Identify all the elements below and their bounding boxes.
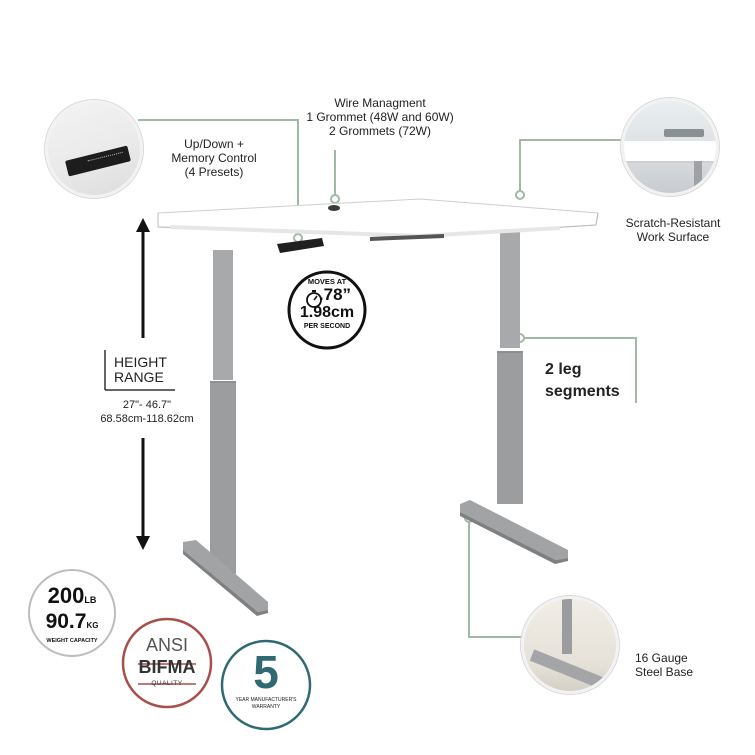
legs-line1: 2 leg [545,361,582,378]
warranty-number: 5 [253,646,279,698]
legs-leader-line [520,337,637,403]
control-pad-closeup [65,145,131,177]
control-line3: (4 Presets) [184,165,244,179]
base-line2: Steel Base [635,665,694,679]
surface-thumbnail [621,98,719,196]
control-thumbnail [45,100,143,198]
front-leg-upper [213,250,233,380]
wire-line2: 2 Grommets (72W) [328,124,431,138]
surface-leader-line [519,139,621,192]
height-arrow [104,218,175,550]
speed-bottom: PER SECOND [303,323,351,330]
wire-line1: 1 Grommet (48W and 60W) [306,110,454,124]
ansi-caption: QUALITY [151,680,183,687]
wire-leader-dot [330,194,340,204]
base-callout: 16 Gauge Steel Base [635,651,735,679]
surface-leader-dot [515,190,525,200]
back-foot [460,500,568,560]
stopwatch-icon [306,290,322,308]
warranty-badge [220,639,312,731]
control-pad [277,238,324,253]
desk-frame-rail [370,234,444,241]
weight-kg-unit: KG [86,621,99,630]
ansi-line2: BIFMA [138,657,196,677]
surface-line2: Work Surface [636,230,710,244]
legs-line2: segments [545,383,620,400]
height-cm: 68.58cm-118.62cm [100,413,194,425]
height-label-line1: HEIGHT [114,354,167,370]
front-foot [183,540,268,612]
weight-lb-unit: LB [84,595,97,605]
speed-inches: .78” [318,285,352,304]
speed-cm: 1.98cm [299,304,355,321]
back-leg-upper [500,228,520,348]
callout-leader-lines [138,119,637,638]
control-line2: Memory Control [171,151,257,165]
height-range-label: HEIGHT RANGE [114,355,194,385]
front-leg-lower [210,382,236,574]
control-leader-dot [293,233,303,243]
weight-badge-text: 200LB 90.7KG WEIGHT CAPACITY [30,585,114,645]
warranty-line1: YEAR MANUFACTURER'S [235,697,297,703]
base-thumbnail [521,596,619,694]
control-leader-line [138,119,299,238]
base-line1: 16 Gauge [635,651,688,665]
weight-kg-value: 90.7 [45,610,87,633]
legs-callout: 2 leg segments [545,359,655,403]
control-line1: Up/Down + [184,137,244,151]
warranty-line2: WARRANTY [251,704,281,710]
height-label-line2: RANGE [114,369,164,385]
desk [157,198,599,616]
speed-badge-text: MOVES AT .78” 1.98cm PER SECOND [289,277,365,331]
height-range-values: 27"- 46.7" 68.58cm-118.62cm [82,398,212,426]
height-inches: 27"- 46.7" [122,399,172,411]
weight-caption: WEIGHT CAPACITY [46,638,98,644]
back-leg-lower [497,352,523,504]
speed-badge [287,270,367,350]
weight-lb-value: 200 [47,583,85,608]
ansi-badge [121,617,213,709]
wire-management-callout: Wire Managment 1 Grommet (48W and 60W) 2… [300,96,460,138]
ansi-line1: ANSI [145,635,188,655]
surface-callout: Scratch-Resistant Work Surface [612,216,734,244]
base-leader-line [468,520,522,638]
weight-badge [28,569,116,657]
control-callout: Up/Down + Memory Control (4 Presets) [152,137,276,179]
speed-top: MOVES AT [307,277,347,286]
ansi-badge-text: ANSI BIFMA QUALITY [125,634,209,690]
grommet [328,205,340,211]
warranty-badge-text: 5 YEAR MANUFACTURER'S WARRANTY [224,647,308,711]
surface-line1: Scratch-Resistant [625,216,721,230]
surface-closeup [624,141,716,163]
wire-title: Wire Managment [334,96,426,110]
